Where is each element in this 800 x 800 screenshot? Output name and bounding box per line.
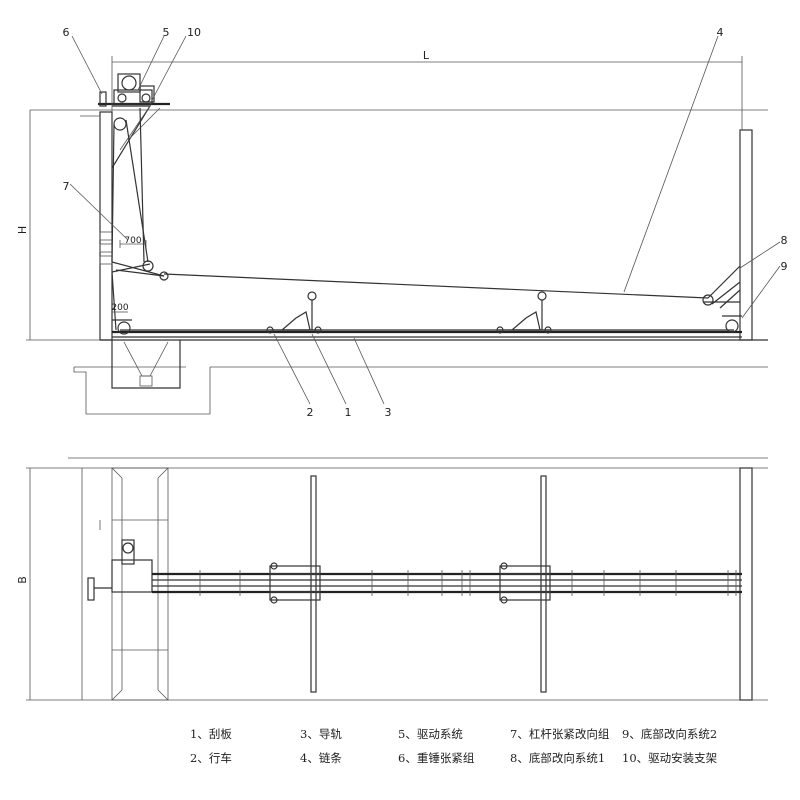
plan-drive bbox=[111, 559, 153, 593]
callout-9: 9 bbox=[781, 260, 788, 273]
carriage-2 bbox=[496, 291, 552, 334]
callout-5: 5 bbox=[163, 26, 170, 39]
counterweight bbox=[99, 91, 107, 107]
plan-hopper bbox=[111, 467, 169, 701]
callout-7: 7 bbox=[63, 180, 70, 193]
callout-2: 2 bbox=[307, 406, 314, 419]
legend-item-3: 3、导轨 bbox=[300, 727, 342, 741]
dim-700-label: 700 bbox=[124, 236, 141, 246]
legend-item-7: 7、杠杆张紧改向组 bbox=[510, 727, 610, 741]
legend-item-8: 8、底部改向系统1 bbox=[510, 751, 606, 765]
callout-1: 1 bbox=[345, 406, 352, 419]
sludge-hopper bbox=[111, 340, 181, 389]
callout-6: 6 bbox=[63, 26, 70, 39]
callout-10: 10 bbox=[187, 26, 201, 39]
legend-item-10: 10、驱动安装支架 bbox=[622, 751, 718, 765]
bottom-turning-1 bbox=[702, 265, 741, 306]
carriage-1 bbox=[266, 291, 322, 334]
dim-B-label: B bbox=[16, 576, 29, 584]
plan-scraper-2 bbox=[540, 475, 547, 693]
dim-H-label: H bbox=[16, 226, 29, 234]
chain bbox=[163, 273, 709, 299]
dim-L-label: L bbox=[423, 49, 430, 62]
drive-sprocket bbox=[113, 117, 127, 131]
legend-item-1: 1、刮板 bbox=[190, 727, 232, 741]
plan-carriage-2 bbox=[499, 565, 551, 601]
parts-legend: 1、刮板 3、导轨 5、驱动系统 7、杠杆张紧改向组 9、底部改向系统2 2、行… bbox=[190, 722, 750, 770]
plan-scraper-1 bbox=[310, 475, 317, 693]
plan-right-wall bbox=[739, 467, 753, 701]
legend-item-4: 4、链条 bbox=[300, 751, 342, 765]
legend-item-2: 2、行车 bbox=[190, 751, 232, 765]
legend-item-6: 6、重锤张紧组 bbox=[398, 751, 475, 765]
left-wall bbox=[99, 111, 113, 341]
drive-motor bbox=[117, 73, 141, 93]
legend-row-2: 2、行车 4、链条 6、重锤张紧组 8、底部改向系统1 10、驱动安装支架 bbox=[190, 746, 750, 770]
callout-4: 4 bbox=[717, 26, 724, 39]
legend-row-1: 1、刮板 3、导轨 5、驱动系统 7、杠杆张紧改向组 9、底部改向系统2 bbox=[190, 722, 750, 746]
bottom-turning-2 bbox=[719, 289, 742, 333]
lever-tensioner bbox=[111, 240, 169, 281]
dim-200-label: 200 bbox=[111, 303, 128, 313]
callout-8: 8 bbox=[781, 234, 788, 247]
right-wall bbox=[739, 129, 753, 341]
legend-item-5: 5、驱动系统 bbox=[398, 727, 463, 741]
elevation-view: L H 700 200 6 5 10 4 7 8 9 2 1 3 bbox=[16, 26, 788, 419]
callout-3: 3 bbox=[385, 406, 392, 419]
legend-item-9: 9、底部改向系统2 bbox=[622, 727, 718, 741]
plan-carriage-1 bbox=[269, 565, 321, 601]
plan-view: B bbox=[16, 457, 768, 701]
